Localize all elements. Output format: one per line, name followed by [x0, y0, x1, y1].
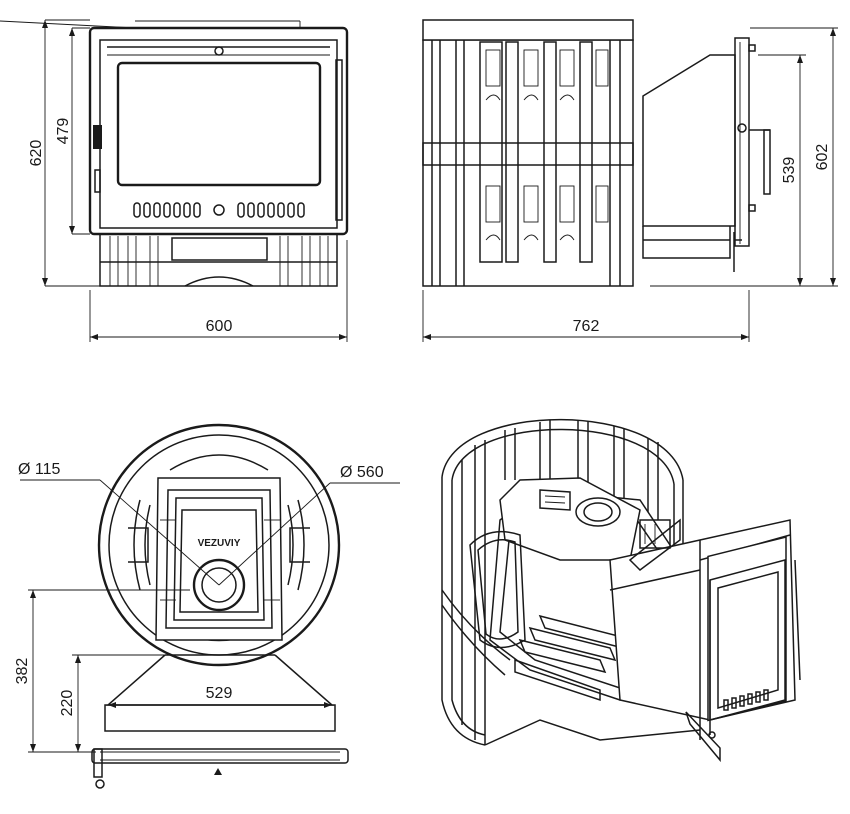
iso-cage-bars — [461, 420, 659, 745]
brand-label: VEZUVIY — [198, 538, 241, 549]
dim-body-diameter: Ø 560 — [340, 464, 384, 481]
door-handle — [93, 125, 102, 149]
front-dimensions — [42, 19, 348, 342]
dim-flue-diameter: Ø 115 — [18, 461, 61, 478]
dim-front-width: 600 — [206, 318, 233, 335]
dim-front-height-total: 620 — [28, 140, 45, 167]
door-handle-side — [763, 129, 771, 195]
dim-side-height-inner: 539 — [781, 157, 798, 184]
stone-cage-bars — [431, 40, 621, 286]
dim-front-height-door: 479 — [55, 118, 72, 145]
side-view — [422, 19, 771, 287]
dim-top-depth-front: 220 — [59, 690, 76, 717]
isometric-cutaway-view — [441, 418, 801, 763]
top-view — [20, 423, 400, 789]
dim-side-width: 762 — [573, 318, 600, 335]
iso-door-vents — [723, 689, 769, 711]
front-view — [0, 20, 349, 287]
dim-top-width: 529 — [206, 685, 233, 702]
door-glass — [116, 61, 322, 187]
tunnel-extension — [642, 37, 771, 272]
door-top-knob — [214, 46, 224, 56]
air-vent-slots — [133, 202, 305, 218]
dim-top-depth-total: 382 — [14, 658, 31, 685]
flue-outer — [192, 558, 246, 612]
side-dimensions — [422, 27, 838, 342]
top-dimensions — [28, 589, 332, 753]
flue-inner — [201, 567, 237, 603]
dim-side-height-total: 602 — [814, 144, 831, 171]
